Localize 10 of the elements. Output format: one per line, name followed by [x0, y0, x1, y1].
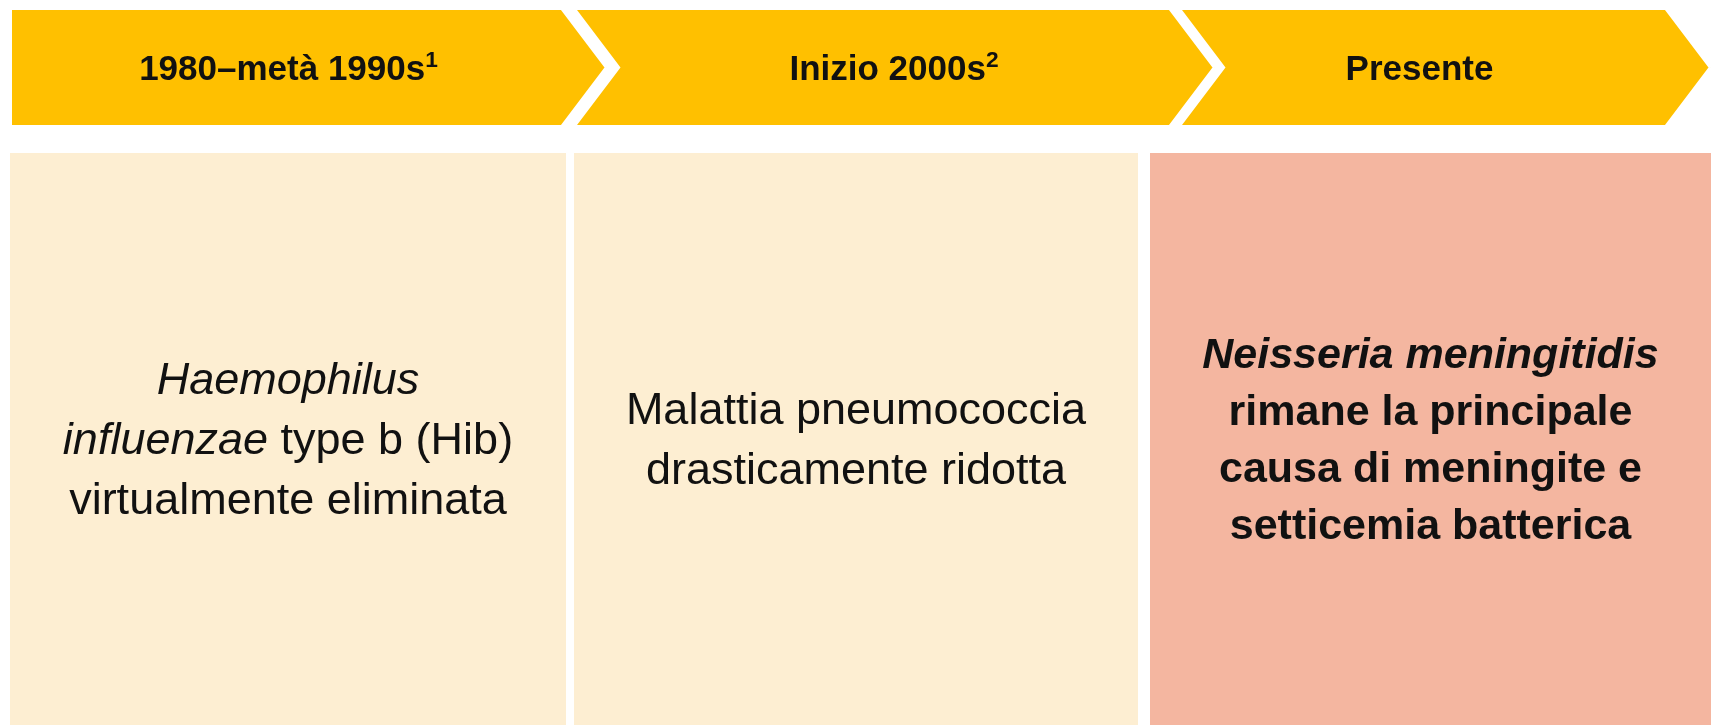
period-label: 1980–metà 1990s$^{1}$: [139, 46, 438, 89]
text-panel: [1150, 153, 1711, 725]
text-panel: [10, 153, 566, 725]
description-text: Neisseria meningitidis rimane la principale causa di meningite e setticemia batterica: [1201, 327, 1660, 551]
text-panel: [574, 153, 1138, 725]
description-text: Haemophilus influenzae type b (Hib) virtualmente eliminata: [61, 352, 515, 526]
period-banner: [10, 8, 607, 127]
description-text: Malattia pneumococcia drasticamente ridotta: [624, 382, 1088, 496]
period-label: Inizio 2000s$^{2}$: [789, 46, 999, 89]
period-label: Presente: [1345, 46, 1494, 89]
